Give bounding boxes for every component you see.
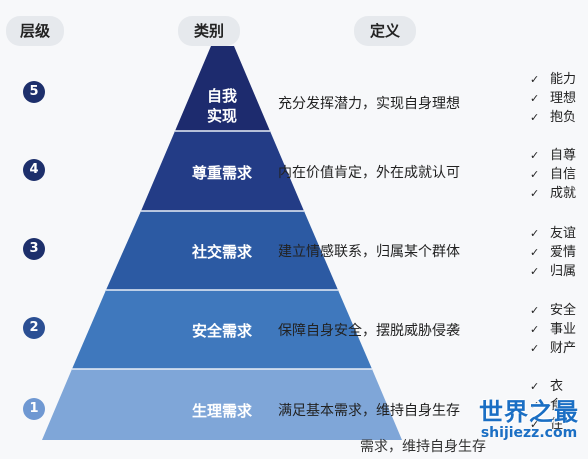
tick-item: ✓ 安全 (530, 301, 576, 320)
tick-item-label: 归属 (550, 264, 577, 279)
category-label-4: 尊重需求 (191, 164, 252, 182)
level-2-badge: 2 (23, 317, 45, 339)
check-icon: ✓ (530, 73, 540, 86)
definition-5: 充分发挥潜力，实现自身理想 (278, 96, 460, 112)
header-category: 类别 (178, 16, 240, 46)
header-definition: 定义 (354, 16, 416, 46)
tick-item: ✓住 (530, 415, 563, 434)
check-icon: ✓ (530, 187, 540, 200)
category-label-1: 生理需求 (191, 402, 252, 420)
tick-item-label: 财产 (550, 341, 577, 356)
tick-item: ✓ 自信 (530, 165, 576, 184)
category-label-2: 安全需求 (191, 322, 252, 340)
check-icon: ✓ (530, 323, 540, 336)
level-3-badge: 3 (23, 238, 45, 260)
tick-item: ✓ 爱情 (530, 243, 576, 262)
tick-item-label: 爱情 (550, 245, 577, 260)
tick-item-label: 安全 (550, 303, 577, 318)
tick-item: ✓ 理想 (530, 89, 576, 108)
pyramid-band-5 (175, 46, 270, 131)
check-icon: ✓ (530, 111, 540, 124)
tick-item-label: 食 (550, 398, 564, 413)
definition-3: 建立情感联系，归属某个群体 (278, 244, 460, 260)
tick-list-3: ✓ 友谊 ✓ 爱情 ✓ 归属 (530, 224, 576, 281)
tick-item-label: 友谊 (550, 226, 577, 241)
tick-item-label: 自尊 (550, 148, 577, 163)
category-label-5: 自我 实现 (162, 86, 282, 126)
tick-item-label: 成就 (550, 186, 577, 201)
tick-item-label: 衣 (550, 379, 564, 394)
tick-item-label: 理想 (550, 91, 577, 106)
check-icon: ✓ (530, 168, 540, 181)
tick-item: ✓ 成就 (530, 184, 576, 203)
tick-item-label: 事业 (550, 322, 577, 337)
watermark-url: shijiezz.com (480, 425, 578, 441)
check-icon: ✓ (530, 265, 540, 278)
tick-item: ✓ 能力 (530, 70, 576, 89)
watermark-logo: 世界之最 shijiezz.com (474, 392, 584, 441)
tick-list-5: ✓ 能力 ✓ 理想 ✓ 抱负 (530, 70, 576, 127)
level-4-badge: 4 (23, 159, 45, 181)
check-icon: ✓ (530, 399, 540, 412)
tick-list-1: ✓衣 ✓食 ✓住 (530, 377, 563, 434)
definition-4: 内在价值肯定，外在成就认可 (278, 165, 460, 181)
tick-item-label: 能力 (550, 72, 577, 87)
pyramid-band-3 (106, 211, 338, 290)
check-icon: ✓ (530, 342, 540, 355)
category-label-5-line2: 实现 (206, 107, 237, 125)
tick-item: ✓衣 (530, 377, 563, 396)
overflow-text: 需求，维持自身生存 (360, 439, 486, 455)
check-icon: ✓ (530, 92, 540, 105)
category-label-5-line1: 自我 (206, 87, 237, 105)
check-icon: ✓ (530, 380, 540, 393)
definition-2: 保障自身安全，摆脱威胁侵袭 (278, 323, 460, 339)
definition-1: 满足基本需求，维持自身生存 (278, 403, 460, 419)
tick-item-label: 自信 (550, 167, 577, 182)
category-label-3: 社交需求 (191, 243, 252, 261)
check-icon: ✓ (530, 304, 540, 317)
pyramid-band-4 (141, 131, 304, 211)
tick-item-label: 住 (550, 417, 564, 432)
check-icon: ✓ (530, 227, 540, 240)
tick-item: ✓食 (530, 396, 563, 415)
tick-item-label: 抱负 (550, 110, 577, 125)
check-icon: ✓ (530, 418, 540, 431)
pyramid-band-1 (42, 369, 402, 440)
tick-item: ✓ 自尊 (530, 146, 576, 165)
tick-item: ✓ 事业 (530, 320, 576, 339)
tick-item: ✓ 归属 (530, 262, 576, 281)
tick-list-2: ✓ 安全 ✓ 事业 ✓ 财产 (530, 301, 576, 358)
tick-item: ✓ 抱负 (530, 108, 576, 127)
pyramid-band-2 (72, 290, 372, 369)
check-icon: ✓ (530, 149, 540, 162)
tick-item: ✓ 友谊 (530, 224, 576, 243)
header-level: 层级 (6, 16, 64, 46)
level-1-badge: 1 (23, 398, 45, 420)
level-5-badge: 5 (23, 81, 45, 103)
tick-list-4: ✓ 自尊 ✓ 自信 ✓ 成就 (530, 146, 576, 203)
watermark-title: 世界之最 (479, 398, 579, 426)
check-icon: ✓ (530, 246, 540, 259)
tick-item: ✓ 财产 (530, 339, 576, 358)
